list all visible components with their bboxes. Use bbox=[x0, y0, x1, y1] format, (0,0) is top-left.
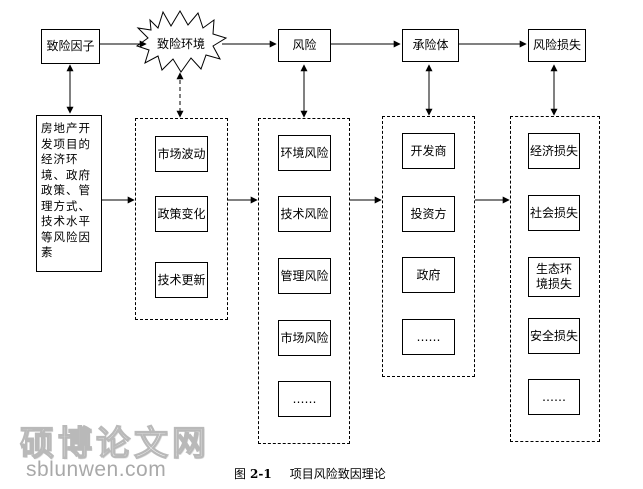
risk-node: 风险 bbox=[278, 29, 331, 62]
environment-node-label: 致险环境 bbox=[157, 37, 206, 51]
caption-prefix: 图 bbox=[234, 467, 247, 481]
loss-item: 社会损失 bbox=[528, 195, 580, 231]
environment-item: 市场波动 bbox=[155, 136, 208, 172]
environment-item: 政策变化 bbox=[155, 196, 208, 232]
risk-item: …… bbox=[278, 381, 331, 417]
loss-item: 经济损失 bbox=[528, 133, 580, 169]
bearer-item: 开发商 bbox=[402, 133, 455, 169]
risk-item: 技术风险 bbox=[278, 196, 331, 232]
loss-group bbox=[510, 116, 600, 442]
watermark-text: 硕博论文网 bbox=[19, 423, 210, 464]
caption-title: 项目风险致因理论 bbox=[289, 467, 386, 481]
bearer-group bbox=[382, 116, 475, 377]
risk-item: 环境风险 bbox=[278, 135, 331, 171]
loss-item: 安全损失 bbox=[528, 318, 580, 354]
loss-item: …… bbox=[528, 379, 580, 415]
risk-item: 市场风险 bbox=[278, 320, 331, 356]
watermark-url: sblunwen.com bbox=[26, 458, 167, 481]
risk-group bbox=[258, 118, 350, 444]
factor-node: 致险因子 bbox=[41, 29, 100, 64]
environment-group bbox=[135, 118, 228, 320]
caption-number: 2-1 bbox=[250, 467, 272, 481]
bearer-node: 承险体 bbox=[402, 29, 459, 62]
loss-node: 风险损失 bbox=[528, 29, 586, 62]
bearer-item: …… bbox=[402, 319, 455, 355]
loss-item: 生态环境损失 bbox=[528, 257, 580, 297]
risk-item: 管理风险 bbox=[278, 258, 331, 294]
environment-item: 技术更新 bbox=[155, 262, 208, 298]
bearer-item: 政府 bbox=[402, 257, 455, 293]
factor-description: 房地产开发项目的经济环境、政府政策、管理方式、技术水平等风险因素 bbox=[36, 115, 102, 272]
bearer-item: 投资方 bbox=[402, 196, 455, 232]
